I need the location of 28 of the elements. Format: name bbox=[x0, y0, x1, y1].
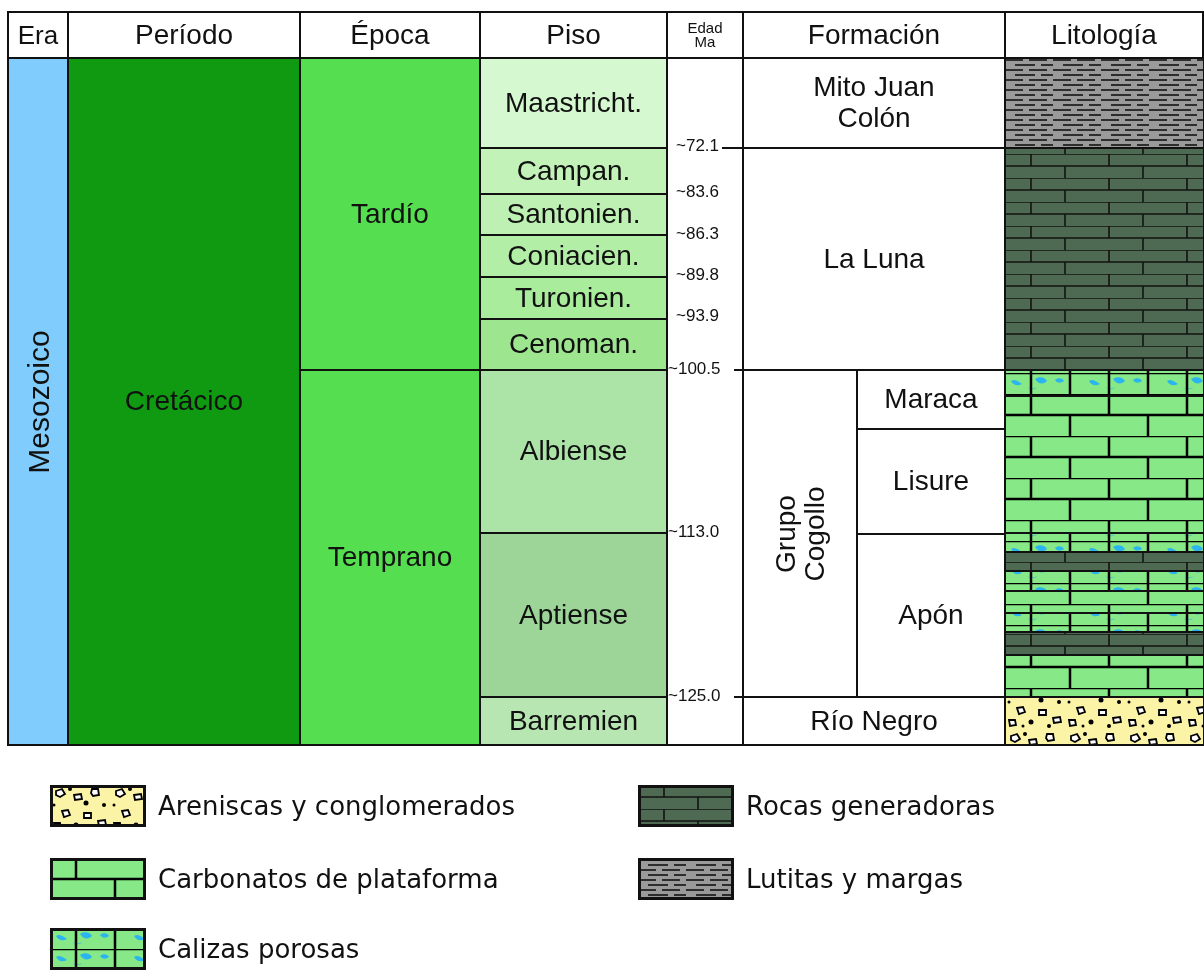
epoch-band: Temprano bbox=[299, 369, 481, 746]
stage-cell: Cenoman. bbox=[479, 318, 668, 371]
period-band: Cretácico bbox=[67, 57, 301, 746]
stage-cell: Santonien. bbox=[479, 193, 668, 236]
column-header: Era bbox=[7, 11, 69, 59]
stage-cell: Turonien. bbox=[479, 276, 668, 320]
age-label: ~113.0 bbox=[668, 522, 720, 542]
age-label: ~83.6 bbox=[676, 182, 719, 202]
stage-cell: Coniacien. bbox=[479, 234, 668, 278]
age-label: ~72.1 bbox=[676, 136, 719, 156]
legend-label: Lutitas y margas bbox=[746, 864, 963, 894]
stage-cell: Maastricht. bbox=[479, 57, 668, 149]
legend-label: Rocas generadoras bbox=[746, 791, 996, 821]
age-label: ~93.9 bbox=[676, 306, 719, 326]
stage-cell: Barremien bbox=[479, 696, 668, 746]
stage-cell: Aptiense bbox=[479, 532, 668, 698]
age-label: ~100.5 bbox=[668, 359, 721, 379]
stage-cell: Campan. bbox=[479, 147, 668, 195]
stage-cell: Albiense bbox=[479, 369, 668, 534]
column-header: Litología bbox=[1004, 11, 1204, 59]
age-label: ~89.8 bbox=[676, 265, 719, 285]
era-band: Mesozoico bbox=[7, 57, 69, 746]
epoch-band: Tardío bbox=[299, 57, 481, 371]
legend-label: Carbonatos de plataforma bbox=[158, 864, 499, 894]
legend-label: Areniscas y conglomerados bbox=[158, 791, 516, 821]
age-label: ~86.3 bbox=[676, 224, 719, 244]
legend-label: Calizas porosas bbox=[158, 934, 360, 964]
age-label: ~125.0 bbox=[668, 686, 721, 706]
